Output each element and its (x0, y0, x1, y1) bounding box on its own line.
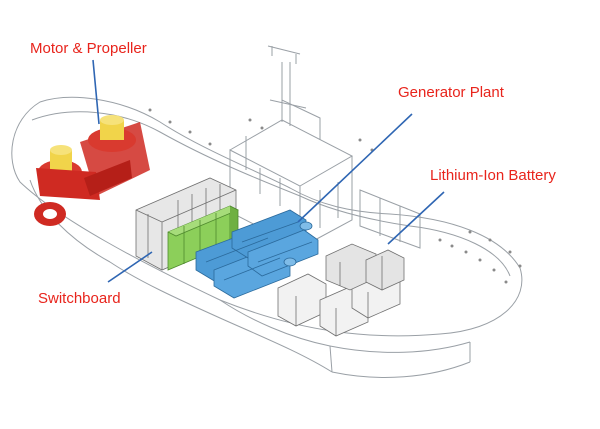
leader-line-lithium-ion-battery (387, 191, 445, 245)
label-switchboard: Switchboard (38, 290, 121, 307)
leader-line-generator-plant (297, 113, 413, 223)
switchboard-green-panel (167, 205, 239, 271)
deck-fittings (148, 108, 522, 284)
leader-lines (92, 59, 445, 283)
label-generator-plant: Generator Plant (398, 84, 504, 101)
motor-propeller-unit (34, 115, 150, 226)
battery-cabinets (277, 243, 405, 337)
generator-plant-units (195, 209, 319, 299)
label-motor-propeller: Motor & Propeller (30, 40, 147, 57)
leader-line-motor-propeller (92, 59, 100, 125)
leader-line-switchboard (107, 251, 153, 283)
label-lithium-ion-battery: Lithium-Ion Battery (430, 167, 556, 184)
deckhouse (229, 45, 421, 249)
